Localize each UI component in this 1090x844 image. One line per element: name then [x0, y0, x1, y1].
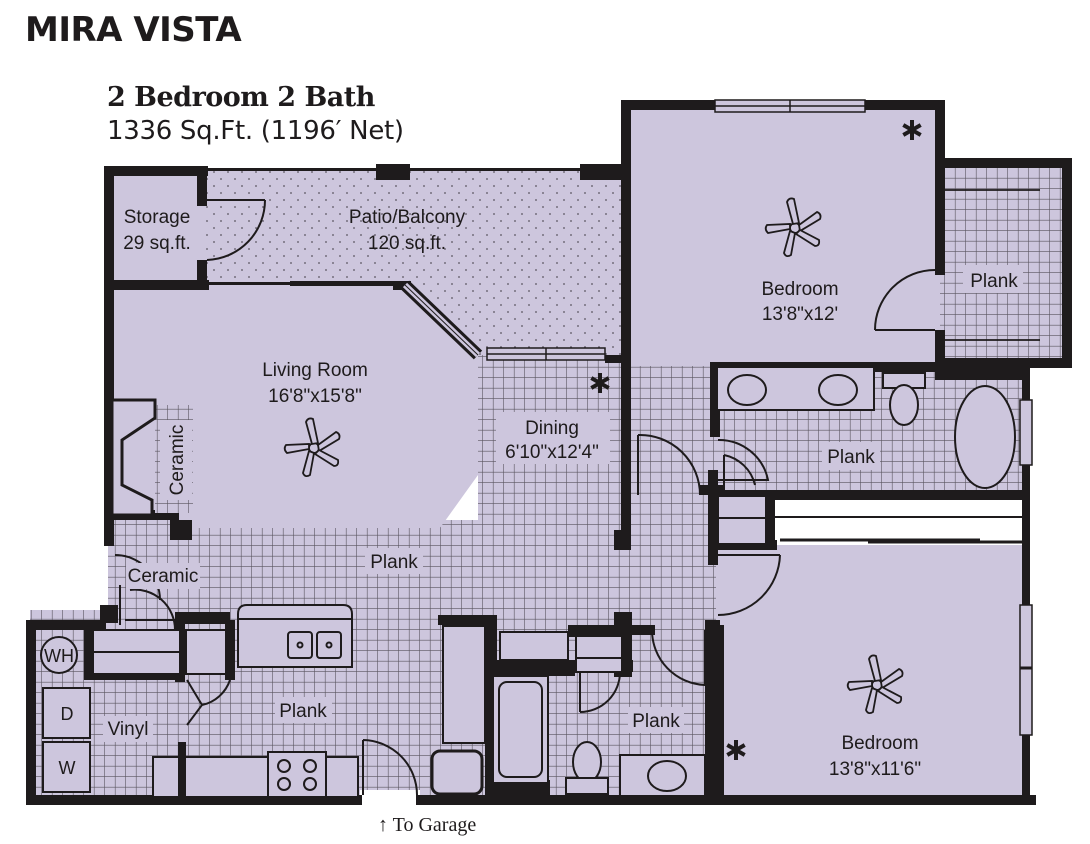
water-heater-label: WH	[44, 646, 74, 666]
bedroom1-label: Bedroom	[761, 279, 838, 300]
dryer	[42, 687, 91, 739]
sink-icon	[818, 374, 858, 406]
stove	[267, 751, 327, 798]
property-name: MIRA VISTA	[25, 10, 242, 50]
stove-burner-icon	[303, 759, 317, 773]
hall-floor	[30, 355, 1025, 800]
bathtub-icon	[498, 681, 543, 778]
patio-size: 120 sq.ft.	[368, 233, 446, 254]
unit-type: 2 Bedroom 2 Bath	[107, 82, 375, 113]
bedroom2-size: 13'8"x11'6"	[829, 759, 921, 780]
walls	[26, 100, 1072, 805]
sink-icon	[727, 374, 767, 406]
dryer-label: D	[61, 704, 74, 724]
toilet-icon	[572, 741, 602, 783]
sink-icon	[316, 631, 342, 659]
closet1-floor-label: Plank	[970, 271, 1018, 292]
storage-floor	[108, 170, 205, 285]
bedroom2-label: Bedroom	[841, 733, 918, 754]
washer-label: W	[59, 758, 76, 778]
garage-direction-label: ↑ To Garage	[378, 814, 477, 836]
doors	[114, 199, 936, 796]
dining-size: 6'10"x12'4"	[505, 442, 599, 463]
master-bath-fixtures	[716, 366, 1025, 545]
closet-shelves	[945, 189, 1040, 341]
bedroom1-size: 13'8"x12'	[762, 304, 838, 325]
diagonal-window	[400, 280, 483, 360]
bedroom2-floor	[716, 545, 1026, 800]
stove-burner-icon	[277, 777, 291, 791]
master-bath-floor-label: Plank	[827, 447, 875, 468]
hall-floor-label: Plank	[370, 552, 418, 573]
laundry-floor-label: Vinyl	[108, 719, 149, 740]
closet1-floor	[940, 160, 1068, 365]
bath2-fixtures	[430, 625, 706, 797]
water-heater	[40, 636, 78, 674]
dining-label: Dining	[525, 418, 579, 439]
washer	[42, 741, 91, 793]
sink-icon	[287, 631, 313, 659]
bathtub-icon	[954, 385, 1016, 489]
patio-floor	[205, 170, 625, 355]
toilet-icon	[889, 384, 919, 426]
kitchen-floor-label: Plank	[279, 701, 327, 722]
patio-label: Patio/Balcony	[349, 207, 466, 228]
bath2-floor-label: Plank	[632, 711, 680, 732]
living-room-size: 16'8"x15'8"	[268, 386, 362, 407]
windows	[486, 99, 1033, 736]
storage-label: Storage	[124, 207, 191, 228]
fireplace-floor-label: Ceramic	[167, 425, 188, 496]
entry-floor-label: Ceramic	[128, 566, 199, 587]
bedroom1-floor	[625, 104, 940, 366]
living-room-label: Living Room	[262, 360, 368, 381]
square-footage: 1336 Sq.Ft. (1196′ Net)	[107, 116, 404, 146]
storage-size: 29 sq.ft.	[123, 233, 191, 254]
kitchen	[40, 604, 359, 798]
stove-burner-icon	[277, 759, 291, 773]
living-room-floor	[108, 285, 478, 528]
stove-burner-icon	[303, 777, 317, 791]
sink-icon	[647, 760, 687, 792]
